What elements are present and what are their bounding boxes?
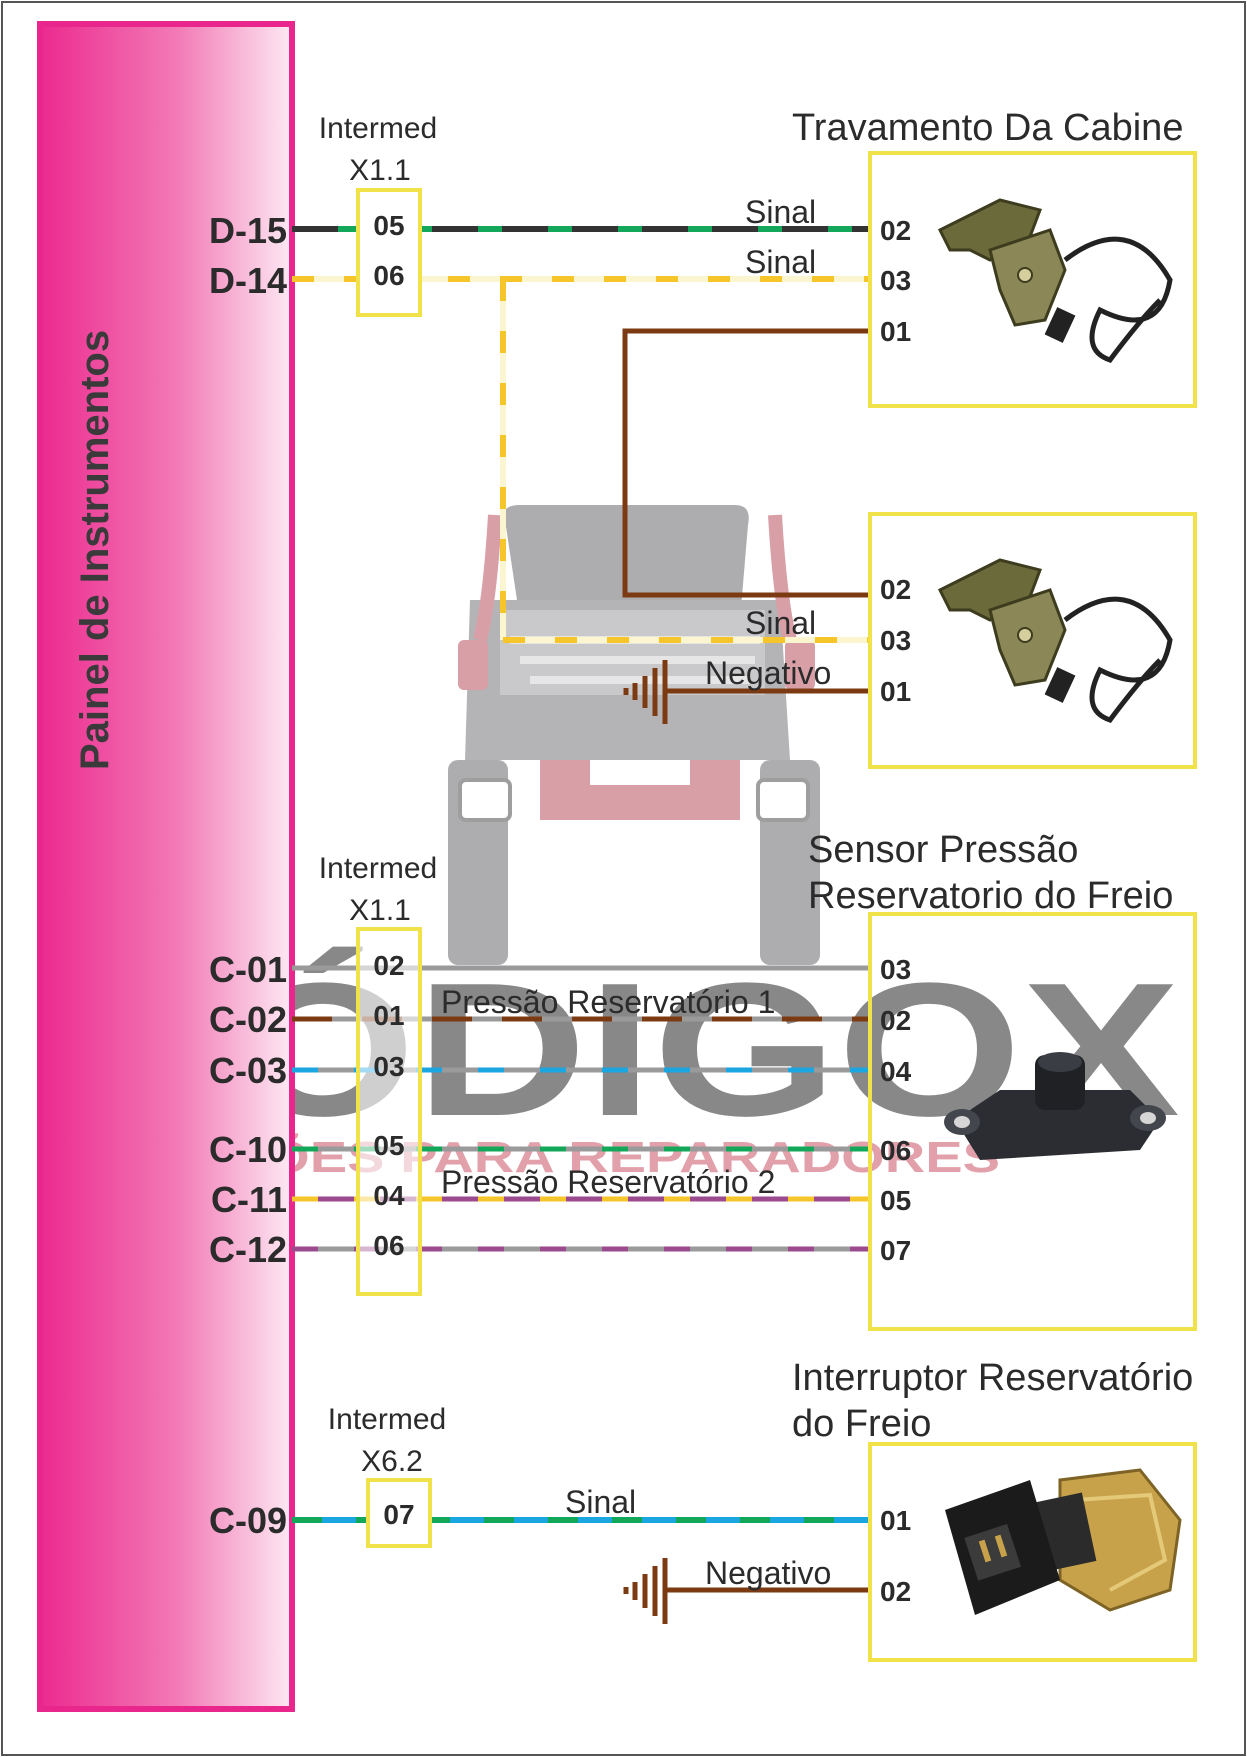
wire-label: Sinal bbox=[745, 194, 816, 230]
intermed-connector bbox=[366, 1478, 432, 1548]
panel-pin: C-01 bbox=[209, 949, 287, 990]
component-title: Travamento Da Cabine bbox=[792, 107, 1183, 149]
intermed-pin: 03 bbox=[373, 1051, 404, 1082]
intermed-pin: 07 bbox=[383, 1499, 414, 1530]
pressure-switch-icon bbox=[945, 1468, 1182, 1615]
ground-symbol-icon bbox=[623, 1558, 668, 1624]
wire-label: Pressão Reservatório 2 bbox=[441, 1164, 775, 1200]
component-title: Sensor Pressão bbox=[808, 829, 1078, 871]
component-title: Reservatorio do Freio bbox=[808, 875, 1173, 917]
intermed-code: X6.2 bbox=[361, 1445, 423, 1478]
component-pin: 03 bbox=[880, 954, 911, 985]
wire-label: Sinal bbox=[745, 605, 816, 641]
cab-lock-icon bbox=[937, 558, 1173, 723]
intermed-connector bbox=[356, 927, 422, 1296]
wire-brown-link bbox=[622, 328, 870, 598]
component-pin: 03 bbox=[880, 625, 911, 656]
instrument-panel-title: Painel de Instrumentos bbox=[73, 330, 117, 770]
wire-label: Sinal bbox=[565, 1484, 636, 1520]
intermed-pin: 05 bbox=[373, 210, 404, 241]
intermed-pin: 02 bbox=[373, 950, 404, 981]
intermed-label: Intermed bbox=[328, 1403, 446, 1436]
component-title: Interruptor Reservatório bbox=[792, 1357, 1193, 1399]
panel-pin: D-14 bbox=[209, 260, 287, 301]
panel-pin: D-15 bbox=[209, 210, 287, 251]
wire-label: Sinal bbox=[745, 244, 816, 280]
component-pin: 01 bbox=[880, 316, 911, 347]
intermed-pin: 01 bbox=[373, 1000, 404, 1031]
intermed-code: X1.1 bbox=[349, 154, 411, 187]
pressure-sensor-icon bbox=[944, 1052, 1166, 1160]
cab-lock-icon bbox=[937, 198, 1173, 363]
wire-label: Negativo bbox=[705, 655, 831, 691]
intermed-label: Intermed bbox=[319, 112, 437, 145]
ground-symbol-icon bbox=[623, 660, 668, 724]
intermed-pin: 04 bbox=[373, 1180, 405, 1211]
panel-pin: C-03 bbox=[209, 1050, 287, 1091]
panel-pin: C-12 bbox=[209, 1229, 287, 1270]
cabin-lock-group: Intermed X1.1 05 06 D-15 D-14 Sinal Sina… bbox=[209, 107, 1197, 769]
panel-pin: C-10 bbox=[209, 1129, 287, 1170]
instrument-panel bbox=[37, 21, 295, 1712]
intermed-pin: 06 bbox=[373, 260, 404, 291]
intermed-connector bbox=[356, 188, 422, 317]
component-pin: 02 bbox=[880, 1005, 911, 1036]
component-pin: 02 bbox=[880, 574, 911, 605]
intermed-label: Intermed bbox=[319, 852, 437, 885]
panel-pin: C-11 bbox=[211, 1179, 287, 1220]
reservoir-switch-group: Intermed X6.2 07 C-09 Sinal Negativo Int… bbox=[209, 1357, 1197, 1662]
wire-label: Pressão Reservatório 1 bbox=[441, 984, 775, 1020]
wire-label: Negativo bbox=[705, 1555, 831, 1591]
pressure-sensor-group: Intermed X1.1 02 01 03 05 04 06 C-01 C-0… bbox=[209, 829, 1197, 1331]
panel-pin: C-09 bbox=[209, 1500, 287, 1541]
component-pin: 05 bbox=[880, 1185, 911, 1216]
intermed-pin: 06 bbox=[373, 1230, 404, 1261]
component-pin: 03 bbox=[880, 265, 911, 296]
panel-pin: C-02 bbox=[209, 999, 287, 1040]
component-pin: 04 bbox=[880, 1056, 912, 1087]
component-title: do Freio bbox=[792, 1403, 931, 1445]
component-pin: 01 bbox=[880, 676, 911, 707]
component-pin: 01 bbox=[880, 1505, 911, 1536]
pressure-sensor-box bbox=[868, 912, 1197, 1331]
component-pin: 07 bbox=[880, 1235, 911, 1266]
component-pin: 02 bbox=[880, 1576, 911, 1607]
component-pin: 02 bbox=[880, 215, 911, 246]
intermed-code: X1.1 bbox=[349, 894, 411, 927]
intermed-pin: 05 bbox=[373, 1130, 404, 1161]
component-pin: 06 bbox=[880, 1135, 911, 1166]
